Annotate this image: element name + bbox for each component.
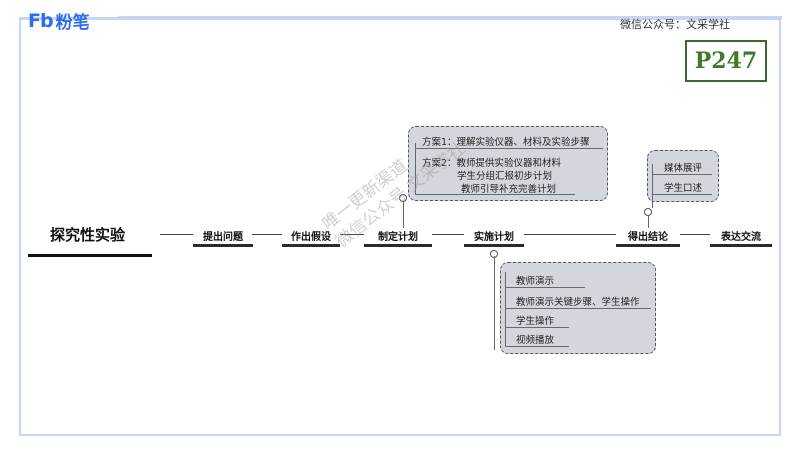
node-underline (193, 244, 253, 247)
item-underline (505, 287, 585, 288)
implement-item-2: 教师演示关键步骤、学生操作 (516, 297, 640, 308)
conclusion-item-1: 媒体展评 (664, 163, 703, 174)
node-underline (710, 244, 772, 247)
branch-line (505, 272, 506, 346)
branch-line (652, 164, 653, 208)
connector (680, 234, 710, 235)
header-divider (118, 16, 782, 19)
node-raise-question: 提出问题 (203, 232, 243, 243)
connector (432, 234, 464, 235)
node-make-plan: 制定计划 (378, 232, 418, 243)
logo-text: 粉笔 (55, 13, 90, 33)
wechat-account: 微信公众号：文采学社 (620, 18, 730, 31)
node-underline (364, 244, 432, 247)
branch-line (648, 214, 649, 228)
node-conclusion: 得出结论 (628, 232, 668, 243)
item-underline (505, 346, 569, 347)
conclusion-item-2: 学生口述 (664, 183, 703, 194)
node-communicate: 表达交流 (721, 232, 761, 243)
connector (340, 234, 364, 235)
logo: Fb 粉笔 (28, 8, 90, 34)
plan-option-2-line2: 学生分组汇报初步计划 (457, 171, 553, 182)
branch-line (403, 200, 404, 228)
node-underline (616, 244, 680, 247)
implement-item-3: 学生操作 (516, 316, 555, 327)
item-underline (505, 308, 651, 309)
branch-node-icon (644, 208, 652, 216)
item-underline (505, 327, 569, 328)
connector (252, 234, 282, 235)
node-hypothesis: 作出假设 (291, 232, 331, 243)
item-underline (415, 194, 575, 195)
plan-options-group (408, 126, 608, 201)
connector (160, 234, 193, 235)
branch-line (494, 256, 495, 350)
branch-line (415, 143, 416, 194)
page-number: P247 (685, 40, 767, 82)
plan-option-2-line3: 教师引导补充完善计划 (461, 184, 557, 195)
item-underline (415, 148, 603, 149)
root-underline (28, 254, 152, 257)
node-underline (464, 244, 524, 247)
root-topic: 探究性实验 (50, 226, 126, 244)
item-underline (652, 174, 712, 175)
node-underline (282, 244, 340, 247)
node-implement-plan: 实施计划 (474, 232, 514, 243)
page-frame (19, 17, 781, 436)
connector (524, 234, 616, 235)
branch-node-icon (399, 194, 407, 202)
item-underline (652, 194, 712, 195)
implement-item-4: 视频播放 (516, 335, 555, 346)
logo-mark: Fb (28, 9, 54, 32)
plan-option-2-line1: 方案2：教师提供实验仪器和材料 (422, 158, 562, 169)
conclusion-group (647, 150, 719, 202)
implement-item-1: 教师演示 (516, 276, 555, 287)
plan-option-1: 方案1：理解实验仪器、材料及实验步骤 (422, 137, 590, 148)
